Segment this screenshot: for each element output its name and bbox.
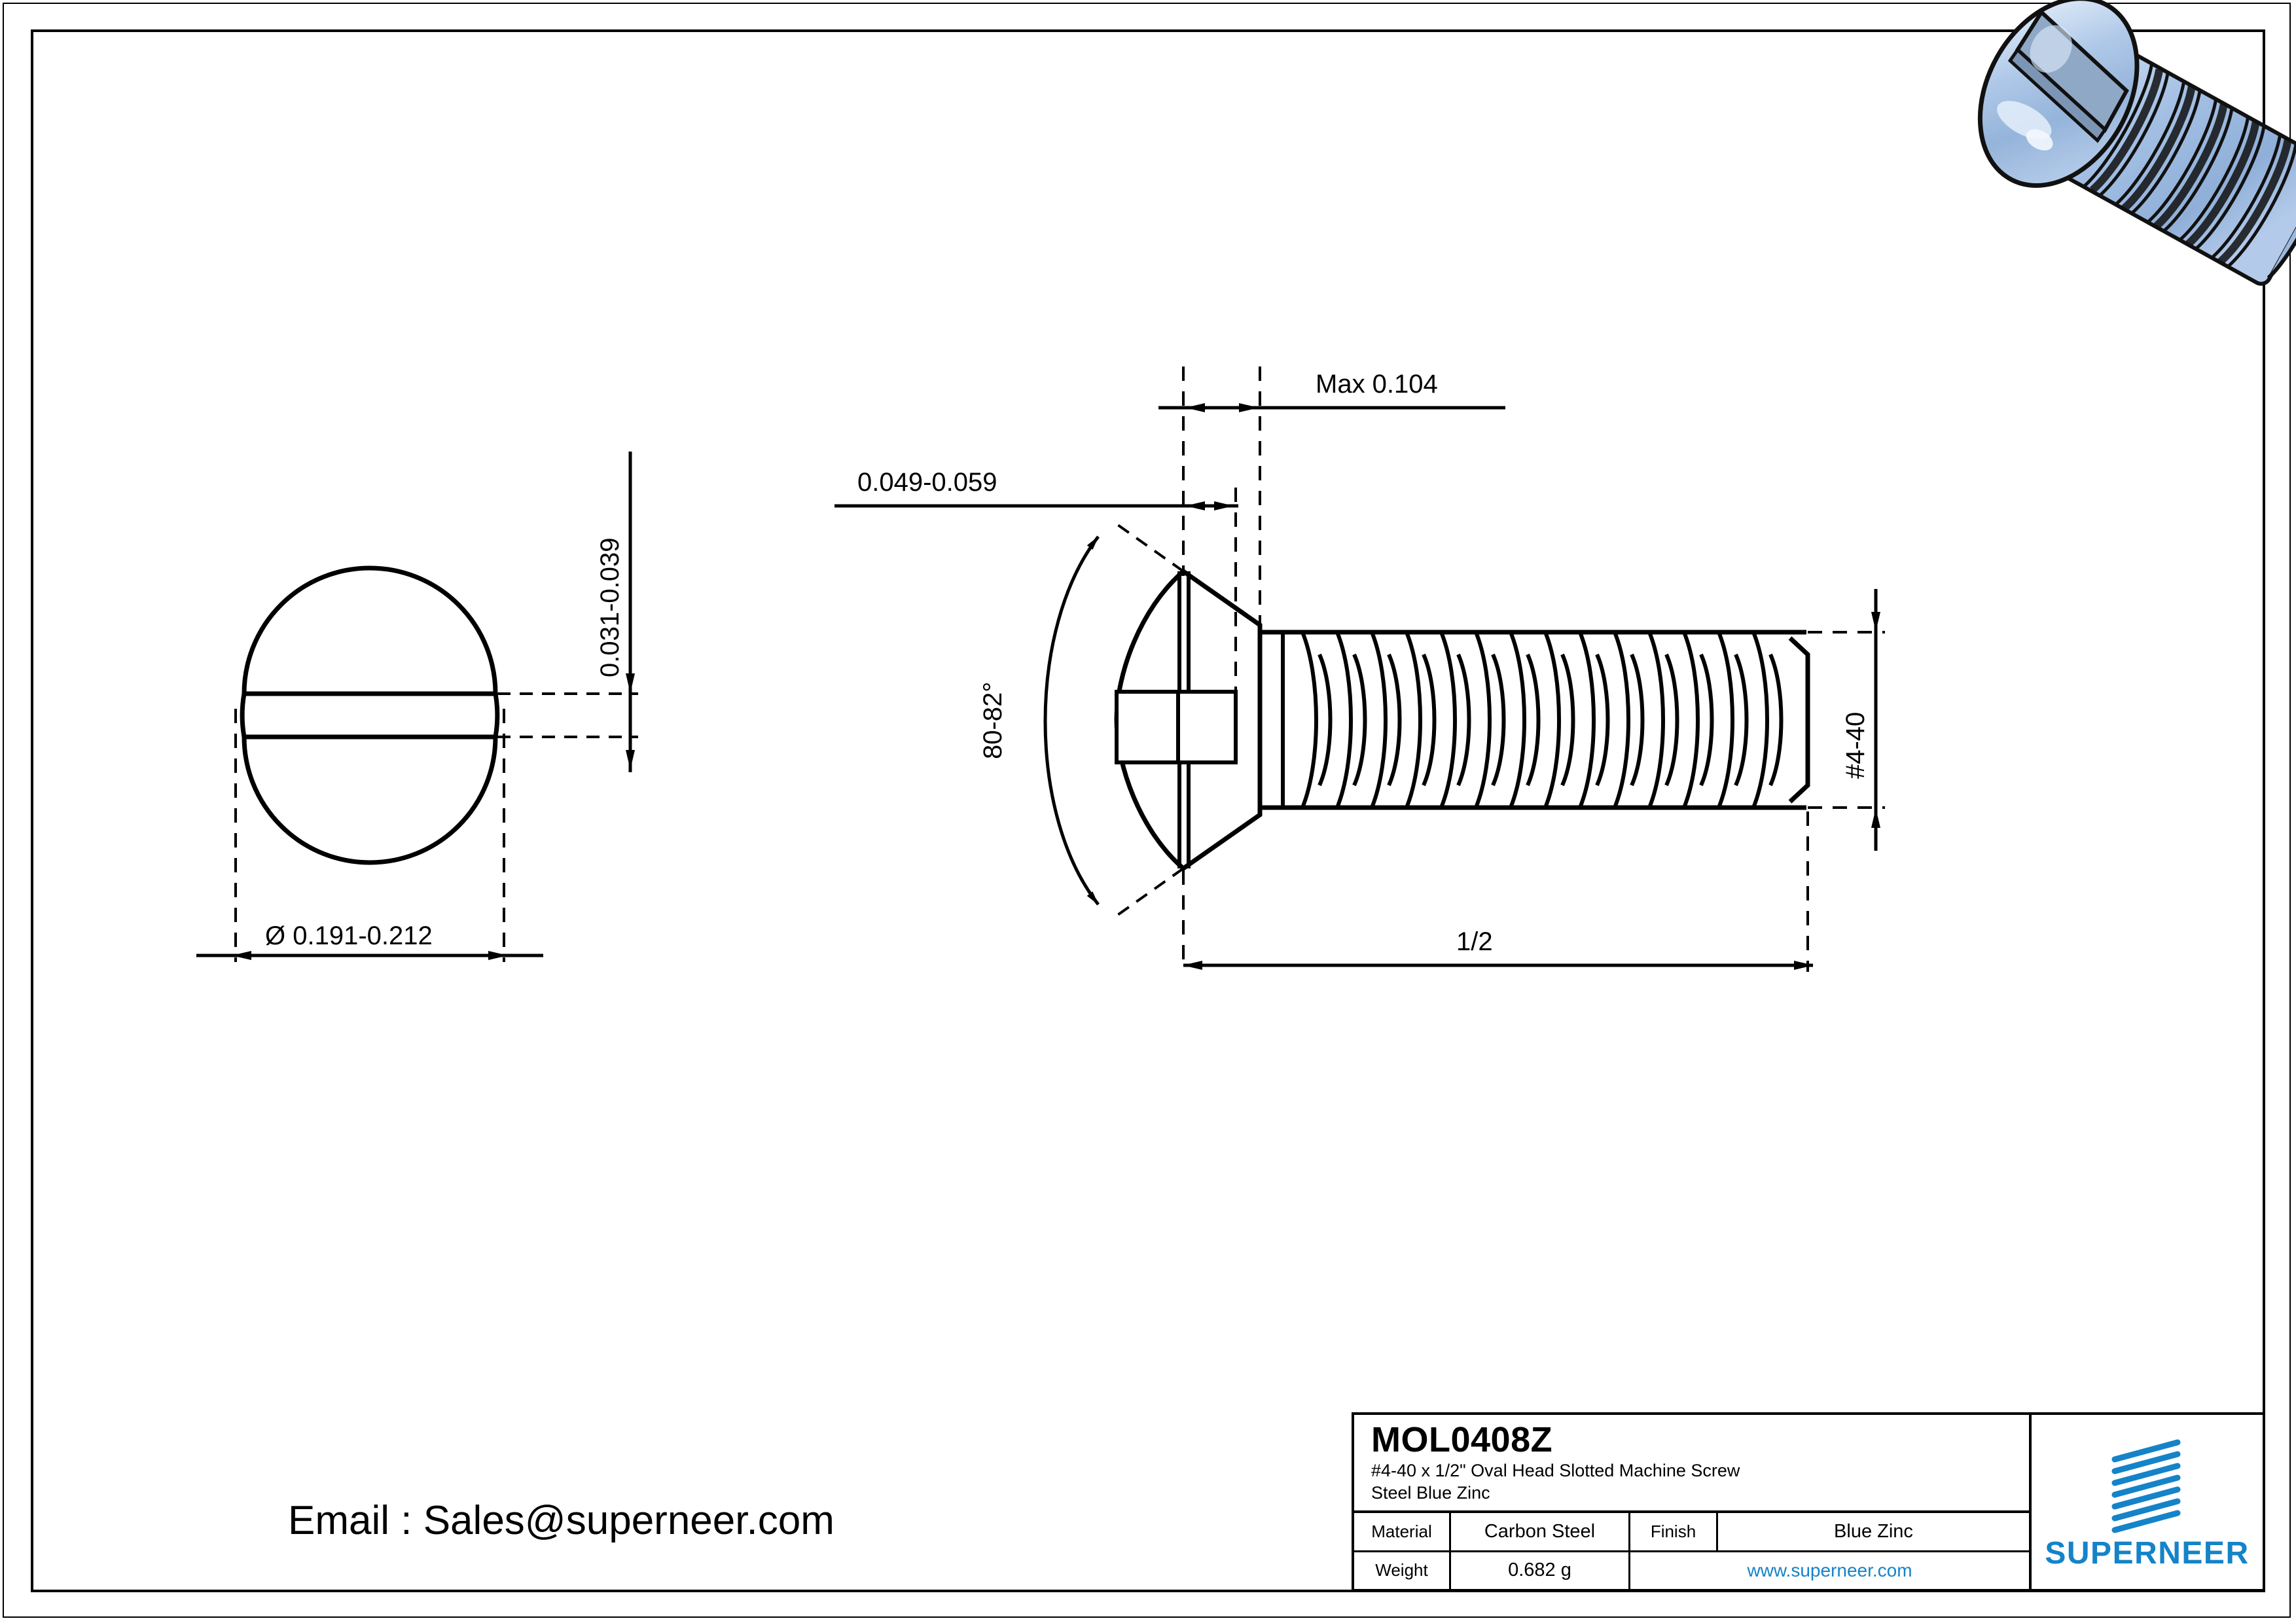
dim-head-angle: 80-82° — [978, 682, 1007, 759]
dim-slot-width: 0.031-0.039 — [596, 537, 624, 677]
spec-table: Material Carbon Steel Finish Blue Zinc W… — [1354, 1513, 2029, 1589]
description-line-1: #4-40 x 1/2" Oval Head Slotted Machine S… — [1371, 1461, 1740, 1480]
brand-wordmark: SUPERNEER — [2045, 1536, 2250, 1571]
title-block-header: MOL0408Z #4-40 x 1/2" Oval Head Slotted … — [1354, 1415, 2029, 1513]
dim-thread-size: #4-40 — [1841, 712, 1870, 779]
head-top-view: Ø 0.191-0.212 0.031-0.039 — [196, 452, 638, 962]
spec-row-weight: Weight 0.682 g www.superneer.com — [1354, 1552, 2029, 1590]
side-section-view: 80-82° Max 0.104 0.049-0.059 #4-40 — [834, 366, 1885, 972]
website-cell[interactable]: www.superneer.com — [1630, 1552, 2029, 1590]
website-link[interactable]: www.superneer.com — [1747, 1560, 1912, 1580]
thread-profile — [1260, 630, 1810, 810]
dim-head-diameter: Ø 0.191-0.212 — [265, 921, 433, 950]
superneer-logo-icon — [2111, 1439, 2180, 1533]
material-label: Material — [1354, 1513, 1451, 1550]
brand-block: SUPERNEER — [2032, 1415, 2263, 1589]
weight-value: 0.682 g — [1451, 1552, 1630, 1589]
description-line-2: Steel Blue Zinc — [1371, 1483, 1490, 1503]
email-contact-text: Email : Sales@superneer.com — [288, 1498, 834, 1543]
dim-screw-length: 1/2 — [1456, 927, 1493, 956]
sheet-outer-border — [3, 3, 2291, 1618]
sheet-inner-frame — [31, 29, 2265, 1592]
dim-head-angle-group: 80-82° — [978, 522, 1185, 918]
material-value: Carbon Steel — [1451, 1513, 1630, 1550]
finish-value: Blue Zinc — [1834, 1520, 1913, 1542]
isometric-screw-render — [1977, 0, 2296, 286]
title-block: MOL0408Z #4-40 x 1/2" Oval Head Slotted … — [1352, 1412, 2265, 1592]
dim-slot-depth: 0.049-0.059 — [857, 468, 997, 497]
part-number: MOL0408Z — [1371, 1420, 1553, 1459]
spec-row-material: Material Carbon Steel Finish Blue Zinc — [1354, 1513, 2029, 1552]
weight-label: Weight — [1354, 1552, 1451, 1589]
dim-head-height: Max 0.104 — [1316, 370, 1438, 399]
finish-label: Finish — [1630, 1513, 1718, 1550]
title-block-left: MOL0408Z #4-40 x 1/2" Oval Head Slotted … — [1354, 1415, 2032, 1589]
